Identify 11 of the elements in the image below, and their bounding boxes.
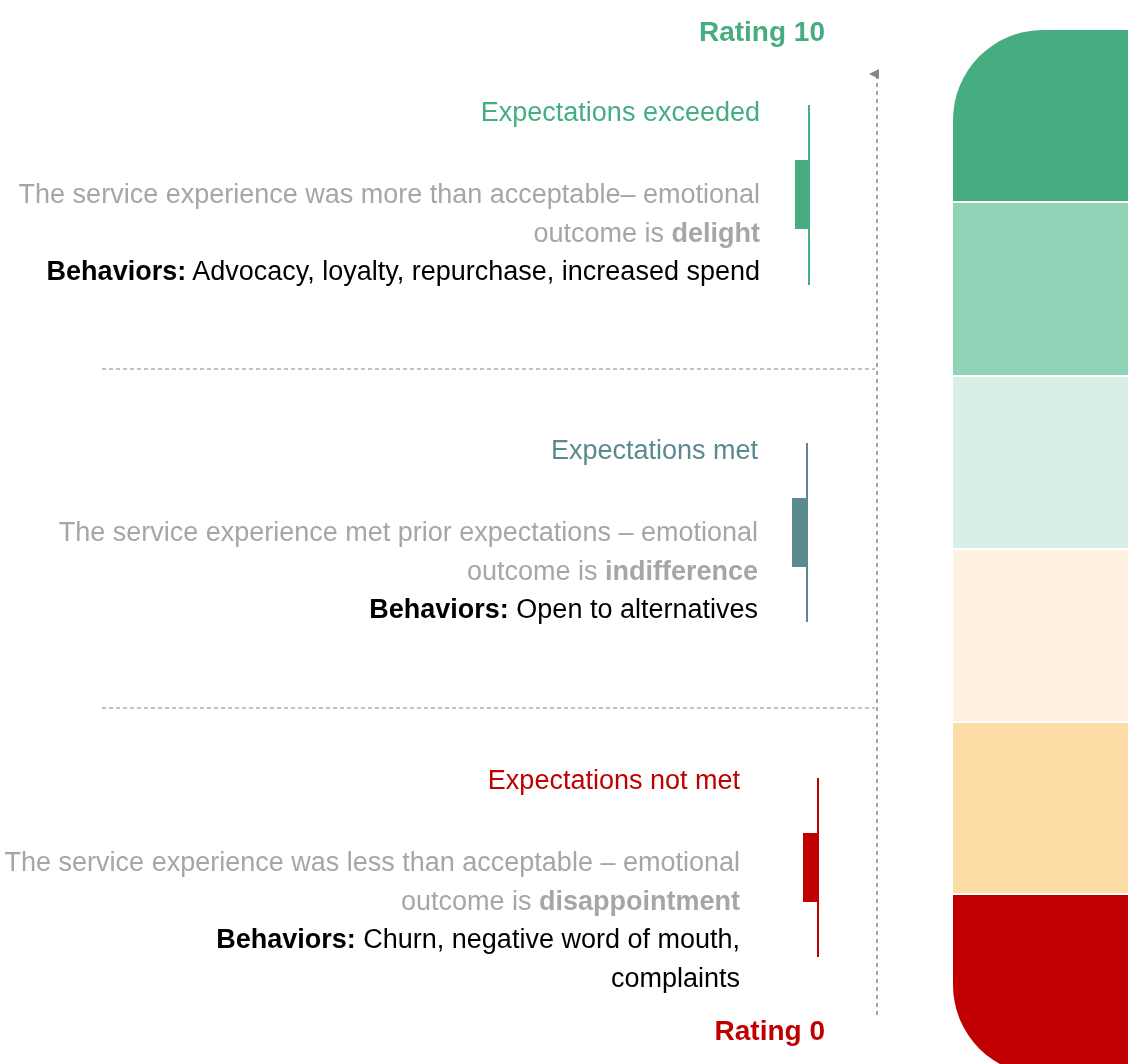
level-heading: Expectations exceeded: [479, 96, 760, 129]
behaviors-text: Behaviors: Churn, negative word of mouth, complaints: [215, 923, 740, 995]
level-description: The service experience was less than acceptable – emotional outcome is disappointment: [3, 846, 740, 918]
behaviors-text: Behaviors: Advocacy, loyalty, repurchase, increased spend: [45, 255, 760, 288]
level-description: The service experience was more than acceptable– emotional outcome is delight: [17, 178, 760, 250]
scale-label: Rating 0: [713, 1014, 825, 1048]
scale-label: Rating 10: [697, 15, 825, 49]
level-heading: Expectations not met: [486, 764, 740, 797]
level-heading: Expectations met: [549, 434, 758, 467]
behaviors-text: Behaviors: Open to alternatives: [368, 593, 758, 626]
level-description: The service experience met prior expectations – emotional outcome is indifference: [57, 516, 758, 588]
